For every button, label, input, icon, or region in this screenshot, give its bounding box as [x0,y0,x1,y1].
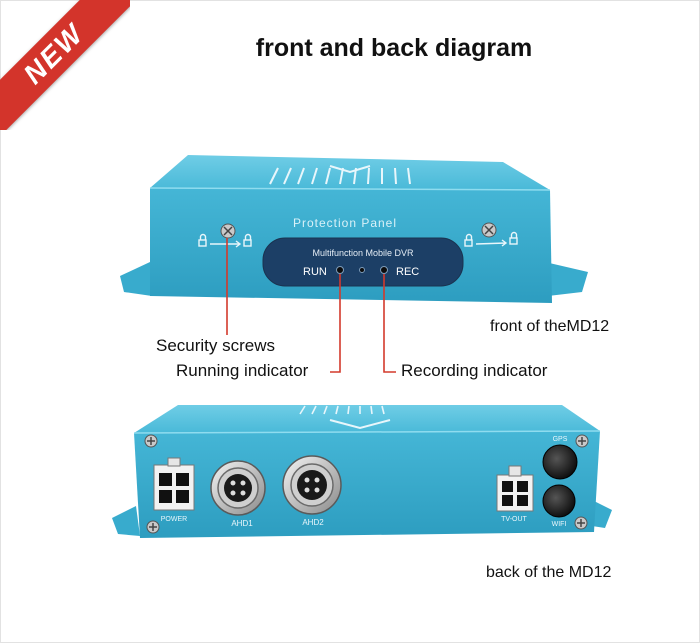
back-left-flange [112,506,140,536]
gps-port: GPS [542,436,578,480]
back-unit: POWER AHD1 AHD2 TV-OUT [112,405,612,538]
running-indicator-line [330,274,341,373]
ahd1-label: AHD1 [231,519,253,528]
gps-label: GPS [553,436,568,443]
rec-label: REC [396,266,419,278]
back-screw-bottom-left [146,520,160,534]
front-right-flange [545,262,588,296]
security-screws-callout: Security screws [156,336,276,355]
recording-indicator-line [383,274,396,373]
center-led [359,267,365,273]
front-right-screw [481,222,497,238]
front-left-flange [120,262,152,296]
tv-out-port: TV-OUT [496,465,534,523]
running-indicator-callout: Running indicator [176,361,309,380]
front-heat-fins [269,167,411,185]
ahd2-label: AHD2 [302,518,324,527]
front-panel-text: Protection Panel [293,216,397,230]
front-unit: Protection Panel Multifunction Mobile DV… [120,155,588,303]
recording-indicator-led [380,266,388,274]
tv-out-label: TV-OUT [501,516,527,523]
back-screw-top-left [144,434,158,448]
front-status-window [262,237,464,287]
ahd1-port: AHD1 [210,460,266,528]
running-indicator-led [336,266,344,274]
back-right-flange [592,500,612,528]
front-left-lock-icons [198,233,252,248]
wifi-port: WIFI [542,484,576,528]
wifi-label: WIFI [552,521,567,528]
front-window-title: Multifunction Mobile DVR [312,248,414,258]
recording-indicator-callout: Recording indicator [401,361,548,380]
back-caption: back of the MD12 [486,564,612,581]
back-heat-fins [299,405,385,415]
power-port: POWER [153,457,195,523]
back-screw-bottom-right [574,516,588,530]
front-caption: front of theMD12 [490,318,610,335]
page-title: front and back diagram [255,34,533,62]
front-right-lock-icons [464,231,518,247]
power-label: POWER [161,516,187,523]
back-screw-top-right [575,434,589,448]
run-label: RUN [303,266,327,278]
back-top-surface [134,405,600,433]
front-left-screw [220,223,236,239]
ahd2-port: AHD2 [282,455,342,527]
callout-lines [226,238,396,373]
